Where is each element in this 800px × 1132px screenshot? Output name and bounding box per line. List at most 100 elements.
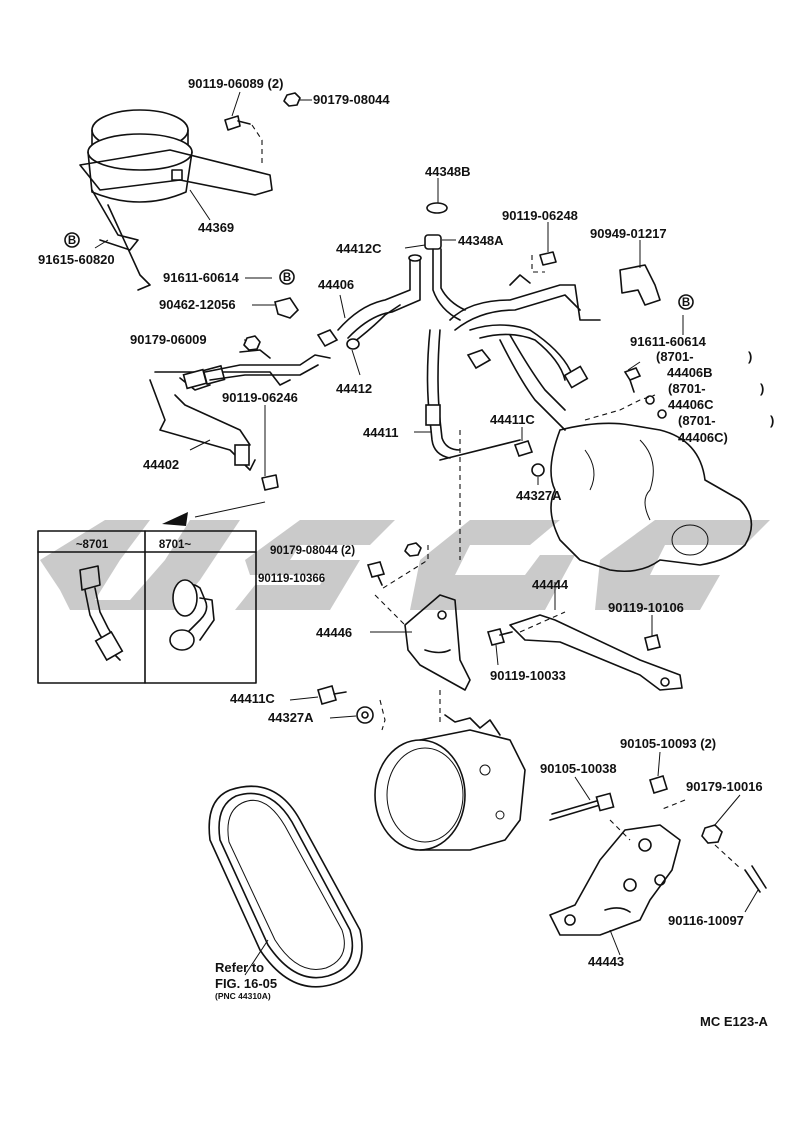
label-44406: 44406 (318, 277, 354, 292)
clamp-44348B (426, 202, 448, 214)
drive-belt (208, 785, 363, 988)
label-44348A: 44348A (458, 233, 504, 248)
clamp-90949-01217 (619, 264, 661, 306)
dash-line (379, 699, 386, 731)
label-91615-60820: 91615-60820 (38, 252, 115, 267)
watermark-logo (40, 520, 770, 610)
label-8701-c: (8701- (678, 413, 716, 428)
svg-text:B: B (682, 297, 690, 309)
label-91611-60614-right: 91611-60614 (630, 334, 707, 349)
dash-line (659, 799, 686, 811)
hose-44406 (337, 254, 422, 339)
gasket-44327A-bot (356, 706, 374, 724)
label-44406B: 44406B (667, 365, 713, 380)
clip-hose-small (466, 349, 492, 370)
bracket-44443 (549, 824, 681, 936)
label-44327A-bot: 44327A (268, 710, 314, 725)
svg-text:B: B (68, 235, 76, 247)
bolt-90119-10033 (486, 628, 513, 646)
inset-col2: 8701~ (159, 539, 192, 551)
dash-line (714, 844, 741, 869)
nut-90179-10016 (701, 824, 723, 844)
label-90462-12056: 90462-12056 (159, 297, 236, 312)
bolt-90119-10366 (366, 561, 386, 586)
clamp-44412C (424, 234, 466, 321)
label-44402: 44402 (143, 457, 179, 472)
part-labels: 90119-06089 (2) 90179-08044 44369 91615-… (38, 76, 774, 1029)
clip-hose-44412 (316, 329, 339, 348)
label-44412: 44412 (336, 381, 372, 396)
label-90179-08044-top: 90179-08044 (313, 92, 390, 107)
bolt-90179-08044-mid (404, 542, 422, 557)
engine-block (550, 422, 753, 573)
label-90119-10033: 90119-10033 (490, 668, 566, 683)
label-8701-b-close: ) (760, 381, 764, 396)
label-44446: 44446 (316, 625, 352, 640)
bolt-90119-06246 (261, 474, 279, 491)
label-refer-to: Refer to (215, 960, 264, 975)
gasket-44327A-top (531, 463, 545, 477)
label-90119-06248: 90119-06248 (502, 208, 578, 223)
pressure-hose-44411 (425, 274, 601, 461)
reservoir-tank (79, 109, 273, 291)
dash-line (379, 545, 429, 591)
label-44443: 44443 (588, 954, 624, 969)
bracket-44444 (509, 614, 683, 691)
label-8701-a: (8701- (656, 349, 694, 364)
label-44369: 44369 (198, 220, 234, 235)
label-90105-10038: 90105-10038 (540, 761, 617, 776)
inset-leader (194, 501, 266, 518)
union-bolt-44406B (623, 367, 642, 393)
circle-b-marker-left: B (64, 232, 80, 248)
inset-arrow-head (162, 512, 188, 526)
bolt-90119-06089 (224, 115, 251, 131)
power-steering-pump (374, 714, 526, 851)
label-8701-b: (8701- (668, 381, 706, 396)
dash-line (374, 594, 406, 626)
bolt-90119-10106 (644, 634, 661, 651)
inset-box: ~8701 8701~ (37, 530, 257, 684)
label-44348B: 44348B (425, 164, 471, 179)
union-bolt-44411C-bot (317, 685, 347, 705)
bolt-90105-10093 (649, 775, 668, 794)
label-44406C-1: 44406C (668, 397, 714, 412)
leader-lines (94, 91, 759, 976)
bracket-44402 (149, 349, 331, 471)
label-90119-06089: 90119-06089 (2) (188, 76, 283, 91)
label-8701-c-close: ) (770, 413, 774, 428)
label-44411: 44411 (363, 425, 398, 440)
label-44444: 44444 (532, 577, 569, 592)
circle-b-marker-right: B (678, 294, 694, 310)
dash-line (609, 819, 631, 841)
union-bolt-44411C-top (513, 440, 534, 457)
gasket-44406C (645, 395, 667, 419)
label-90179-06009: 90179-06009 (130, 332, 207, 347)
label-44406C-2: 44406C) (678, 430, 728, 445)
hose-44412 (346, 304, 401, 350)
label-44412C: 44412C (336, 241, 382, 256)
label-90949-01217: 90949-01217 (590, 226, 667, 241)
label-90119-06246: 90119-06246 (222, 390, 298, 405)
label-90179-10016: 90179-10016 (686, 779, 763, 794)
label-90119-10106: 90119-10106 (608, 600, 684, 615)
label-90116-10097: 90116-10097 (668, 913, 744, 928)
label-90105-10093: 90105-10093 (2) (620, 736, 716, 751)
inset-col1: ~8701 (76, 539, 109, 551)
label-44411C-bot: 44411C (230, 691, 275, 706)
figure-code: MC E123-A (700, 1014, 769, 1029)
label-91611-60614-left: 91611-60614 (163, 270, 240, 285)
nut-90179-08044 (283, 92, 301, 107)
label-44411C-top: 44411C (490, 412, 535, 427)
bracket-44446 (404, 594, 471, 691)
stud-90116-10097 (744, 865, 767, 893)
label-8701-a-close: ) (748, 349, 752, 364)
circle-b-marker-mid: B (279, 269, 295, 285)
dash-line (584, 394, 656, 421)
svg-text:B: B (283, 272, 291, 284)
clip-90462-12056 (274, 297, 300, 319)
label-pnc-ref: (PNC 44310A) (215, 991, 271, 1001)
bolt-90179-06009 (243, 335, 261, 351)
bolt-90105-10038 (549, 792, 615, 821)
dash-line (251, 124, 263, 165)
